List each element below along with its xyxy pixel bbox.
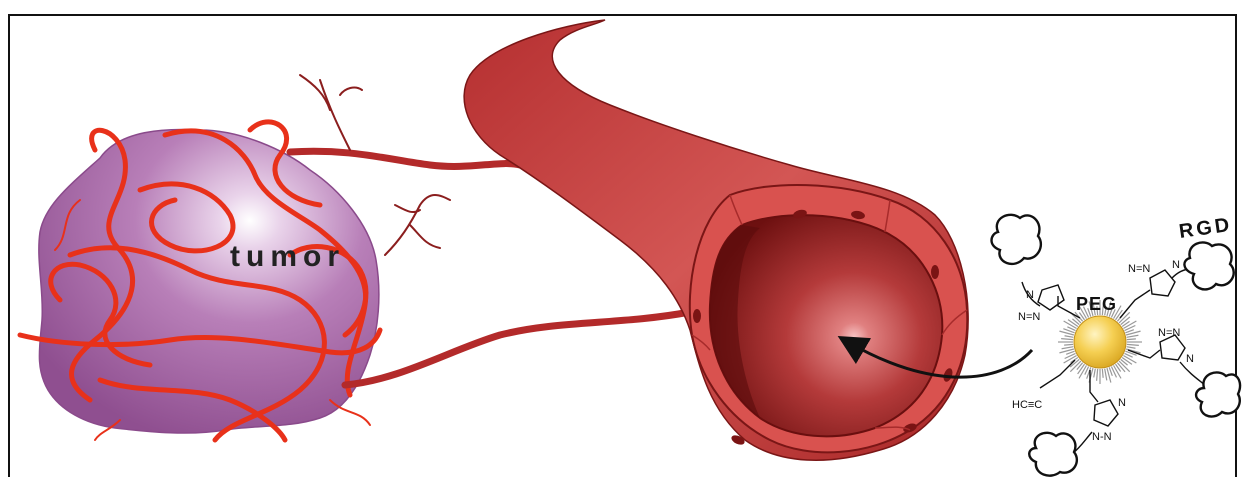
nanoparticle-construct: PEG N=N N N=N N N=N N N N-N HC≡C xyxy=(992,214,1241,476)
rgd-label: RGD xyxy=(1178,214,1234,243)
peg-strand xyxy=(1064,344,1073,345)
peg-strand xyxy=(1121,317,1130,325)
blood-vessel xyxy=(464,20,968,460)
tumor-mass xyxy=(39,129,379,433)
peg-strand xyxy=(1061,339,1073,340)
azide-side-label: N=N xyxy=(1158,327,1180,339)
nanoparticle-core xyxy=(1074,316,1126,368)
peg-strand xyxy=(1127,347,1136,349)
rgd-blob-top-left xyxy=(992,215,1041,264)
peg-strand xyxy=(1068,320,1078,327)
peg-strand xyxy=(1094,369,1096,378)
tumor-label: tumor xyxy=(230,240,345,273)
azide-right-label: N=N xyxy=(1128,263,1150,275)
peg-strand xyxy=(1065,336,1074,338)
peg-strand xyxy=(1102,369,1103,378)
azide-top-label: N=N xyxy=(1018,311,1040,323)
rgd-blob-top-right xyxy=(1184,242,1233,289)
rgd-blob-right xyxy=(1196,372,1240,416)
peg-strand xyxy=(1105,369,1107,381)
azide-bottom-label: N xyxy=(1118,397,1126,409)
peg-strand xyxy=(1127,339,1136,340)
peg-strand xyxy=(1062,347,1074,349)
upper-vessel xyxy=(290,151,520,166)
rgd-blob-bottom xyxy=(1029,433,1077,476)
peg-strand xyxy=(1097,369,1098,381)
azide-top-n-label: N xyxy=(1026,289,1034,301)
azide-right-n-label: N xyxy=(1172,259,1180,271)
peg-strand xyxy=(1078,364,1085,374)
peg-strand xyxy=(1122,357,1132,364)
peg-label: PEG xyxy=(1076,294,1117,314)
peg-strand xyxy=(1127,335,1139,337)
peg-strand xyxy=(1127,344,1139,345)
azide-side-n-label: N xyxy=(1186,353,1194,365)
alkyne-label: HC≡C xyxy=(1012,399,1042,411)
tumor: tumor xyxy=(20,122,380,440)
lower-vessel xyxy=(345,312,690,385)
azide-bottom-nn-label: N-N xyxy=(1092,431,1112,443)
peg-strand xyxy=(1117,363,1125,372)
